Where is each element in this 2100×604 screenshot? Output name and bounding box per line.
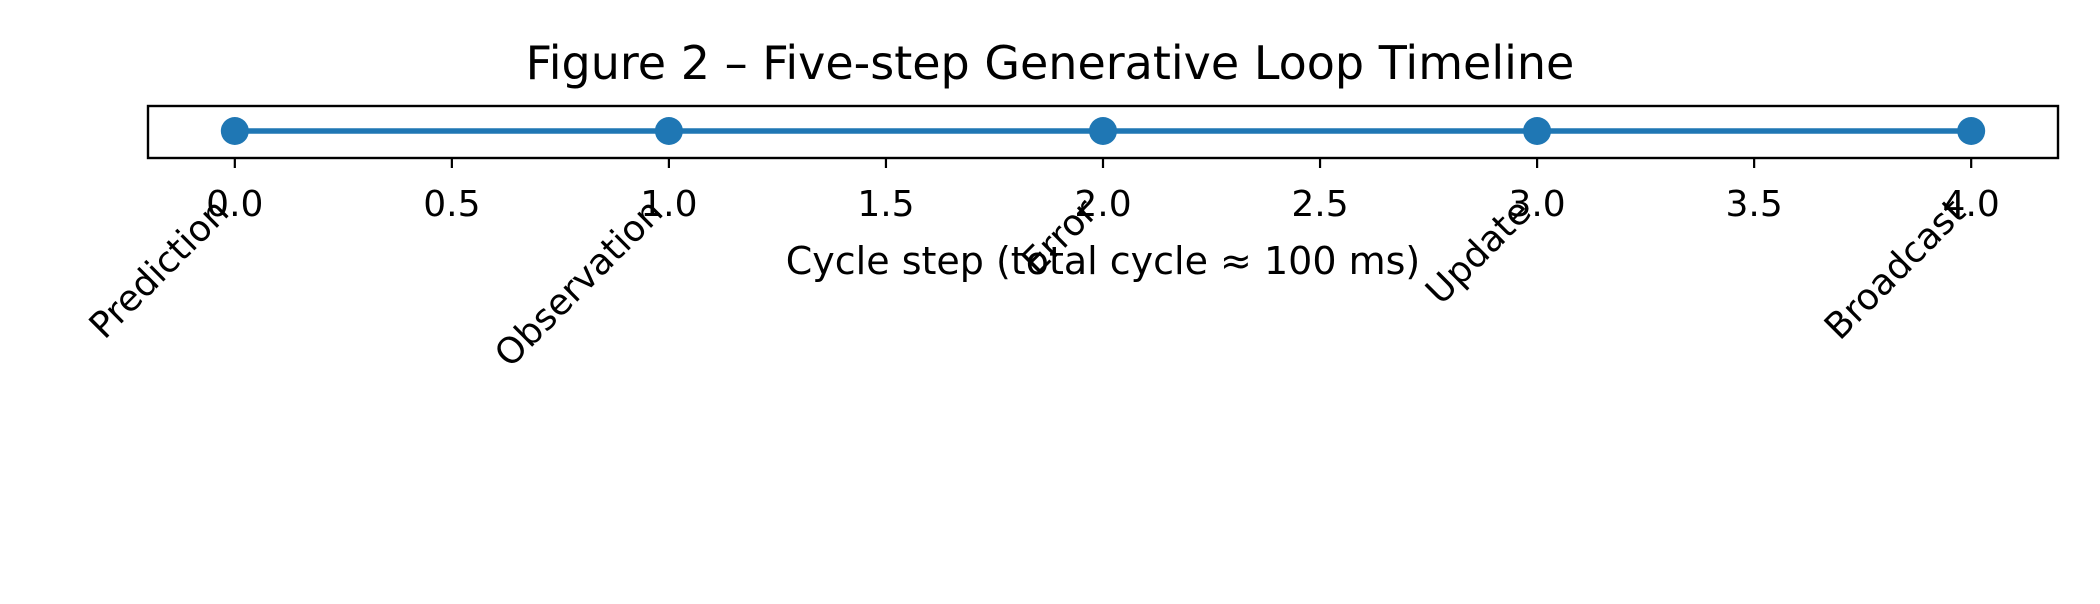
step-label: Observation xyxy=(487,191,671,375)
x-tick-label: 4.0 xyxy=(1943,184,2000,225)
x-tick-label: 3.5 xyxy=(1726,184,1783,225)
x-tick-label: 2.5 xyxy=(1291,184,1348,225)
step-label: Update xyxy=(1418,191,1539,312)
data-point xyxy=(1957,117,1986,145)
x-tick-label: 1.5 xyxy=(857,184,914,225)
data-point xyxy=(1523,117,1552,145)
data-point xyxy=(220,117,249,145)
series-layer xyxy=(220,117,1986,145)
x-tick-label: 0.5 xyxy=(423,184,480,225)
step-label: Broadcast xyxy=(1817,191,1974,348)
data-point xyxy=(654,117,683,145)
x-tick-label: 2.0 xyxy=(1074,184,1131,225)
step-label: Prediction xyxy=(82,191,237,346)
x-tick-label: 3.0 xyxy=(1508,184,1565,225)
x-axis-label: Cycle step (total cycle ≈ 100 ms) xyxy=(786,239,1420,283)
data-point xyxy=(1089,117,1117,145)
x-tick-label: 0.0 xyxy=(206,184,263,225)
chart-title: Figure 2 – Five-step Generative Loop Tim… xyxy=(526,36,1575,90)
x-axis-ticks: 0.0 0.5 1.0 1.5 2.0 2.5 3.0 3.5 4.0 xyxy=(206,158,2000,225)
x-tick-label: 1.0 xyxy=(640,184,697,225)
